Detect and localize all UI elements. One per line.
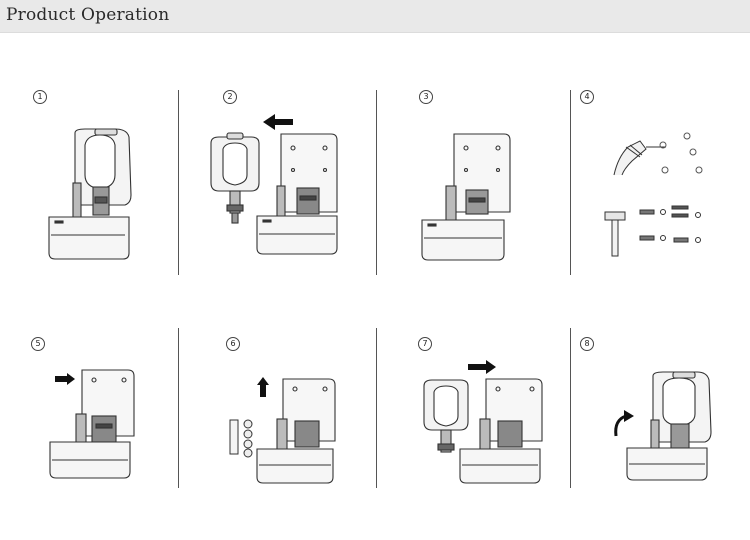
step-number-1: 1 [33,90,47,104]
arrow-right-icon-3 [468,360,496,374]
dispenser-insert-icon [459,378,543,484]
cartridge-insert-icon [423,379,469,453]
drill-icon [613,140,666,176]
page-title: Product Operation [6,5,170,25]
step-number-3: 3 [419,90,433,104]
screws-plugs-icon [639,205,701,243]
arrow-left-icon [263,114,293,130]
divider-row1-c [570,90,571,275]
dispenser-open-icon [256,133,338,255]
divider-row2-c [570,328,571,488]
step-number-6: 6 [226,337,240,351]
dispenser-battery-icon [256,378,336,484]
arrow-right-icon [55,373,75,385]
battery-icon [229,419,253,458]
divider-row2-a [178,328,179,488]
hole-marks-icon [659,132,703,174]
step-number-5: 5 [31,337,45,351]
arrow-up-icon [257,377,269,397]
divider-row2-b [376,328,377,488]
divider-row1-a [178,90,179,275]
step-number-4: 4 [580,90,594,104]
curved-arrow-icon [614,410,634,437]
dispenser-icon [48,128,132,260]
dispenser-empty-icon [421,133,511,261]
step-number-2: 2 [223,90,237,104]
step-number-8: 8 [580,337,594,351]
dispenser-closed-icon [626,371,712,481]
step-number-7: 7 [418,337,432,351]
dispenser-mount-icon [49,369,135,479]
divider-row1-b [376,90,377,275]
hammer-icon [604,211,626,257]
page-header: Product Operation [0,0,750,33]
cartridge-icon [210,132,260,224]
